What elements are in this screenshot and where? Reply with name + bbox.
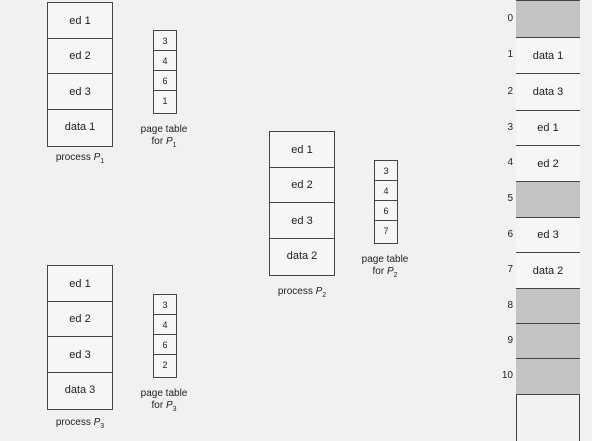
memory-frame-10: [516, 358, 580, 394]
memory-frame-7: data 2: [516, 252, 580, 288]
page-table-1-label-line1: page table: [140, 124, 188, 135]
process-2-symbol-sub: 2: [322, 292, 327, 299]
process-3-label-text: process: [55, 417, 91, 428]
page-table-1-symbol-sub: 1: [172, 142, 177, 149]
page-table-3-entry-1: 4: [154, 315, 176, 335]
page-table-2-entry-2: 6: [375, 201, 397, 221]
page-table-2-symbol: P: [386, 266, 394, 277]
memory-frame-number-7: 7: [507, 264, 513, 275]
memory-frame-number-8: 8: [507, 299, 513, 311]
process-1-page-3: data 1: [64, 121, 96, 133]
page-table-3-label-for: for: [151, 400, 164, 411]
memory-frame-0: [516, 0, 580, 37]
memory-frame-number-4: 4: [507, 157, 513, 168]
process-1-page-table: 3 4 6 1: [153, 30, 177, 114]
process-3-label: process P3: [40, 417, 120, 433]
page-table-3-entry-0: 3: [154, 295, 176, 315]
page-table-3-label-line1: page table: [140, 388, 188, 399]
process-1-label-text: process: [55, 152, 91, 163]
process-2-logical-memory: ed 1 ed 2 ed 3 data 2: [269, 131, 335, 276]
process-2-page-3: data 2: [286, 250, 318, 262]
process-3-page-table: 3 4 6 2: [153, 294, 177, 378]
memory-frame-number-0: 0: [507, 12, 513, 24]
process-2-page-2: ed 3: [270, 203, 334, 239]
page-table-2-entry-3: 7: [383, 226, 389, 236]
process-2-page-1: ed 2: [270, 168, 334, 203]
process-3-page-3: data 3: [64, 384, 96, 396]
page-table-1-entry-3: 1: [162, 96, 168, 106]
page-table-2-symbol-sub: 2: [393, 272, 398, 279]
memory-frame-number-6: 6: [507, 228, 513, 240]
memory-frame-8: [516, 288, 580, 323]
memory-frame-2: data 3: [516, 73, 580, 110]
page-table-1-symbol: P: [165, 136, 173, 147]
memory-frame-5: [516, 181, 580, 217]
process-3-page-2: ed 3: [48, 337, 112, 373]
memory-frame-number-5: 5: [507, 193, 513, 204]
memory-frame-number-9: 9: [507, 334, 513, 346]
process-3-page-0: ed 1: [48, 266, 112, 302]
page-table-2-label-line1: page table: [361, 254, 409, 265]
process-2-symbol: P: [315, 286, 323, 297]
memory-frame-1: data 1: [516, 37, 580, 73]
memory-frame-4: ed 2: [516, 145, 580, 181]
page-table-3-symbol: P: [165, 400, 173, 411]
process-1-page-2: ed 3: [48, 74, 112, 110]
page-table-3-symbol-sub: 3: [172, 406, 177, 413]
memory-frame-trailing: [516, 394, 580, 441]
process-1-symbol-sub: 1: [100, 158, 105, 165]
page-table-3-label: page table for P3: [128, 388, 200, 416]
page-table-1-entry-2: 6: [154, 71, 176, 91]
process-2-page-0: ed 1: [270, 132, 334, 168]
memory-frame-number-2: 2: [507, 85, 513, 97]
process-1-label: process P1: [40, 152, 120, 168]
process-1-symbol: P: [93, 152, 101, 163]
process-2-label-text: process: [277, 286, 313, 297]
process-2-label: process P2: [262, 286, 342, 302]
process-3-symbol-sub: 3: [100, 423, 105, 430]
process-2-page-table: 3 4 6 7: [374, 160, 398, 244]
memory-frame-3: ed 1: [516, 110, 580, 145]
page-table-2-entry-1: 4: [375, 181, 397, 201]
page-table-2-label-for: for: [372, 266, 385, 277]
process-3-logical-memory: ed 1 ed 2 ed 3 data 3: [47, 265, 113, 410]
page-table-2-entry-0: 3: [375, 161, 397, 181]
page-table-3-entry-2: 6: [154, 335, 176, 355]
page-table-1-label-for: for: [151, 136, 164, 147]
process-1-logical-memory: ed 1 ed 2 ed 3 data 1: [47, 2, 113, 147]
page-table-2-label: page table for P2: [349, 254, 421, 282]
memory-frame-number-1: 1: [507, 49, 513, 60]
process-1-page-0: ed 1: [48, 3, 112, 39]
memory-frame-9: [516, 323, 580, 358]
page-table-1-entry-1: 4: [154, 51, 176, 71]
process-3-symbol: P: [93, 417, 101, 428]
memory-frame-number-10: 10: [501, 370, 513, 381]
page-table-1-entry-0: 3: [154, 31, 176, 51]
process-1-page-1: ed 2: [48, 39, 112, 74]
page-table-1-label: page table for P1: [128, 124, 200, 152]
memory-frame-6: ed 3: [516, 217, 580, 252]
process-3-page-1: ed 2: [48, 302, 112, 337]
memory-frame-number-3: 3: [507, 121, 513, 133]
page-table-3-entry-3: 2: [162, 360, 168, 370]
